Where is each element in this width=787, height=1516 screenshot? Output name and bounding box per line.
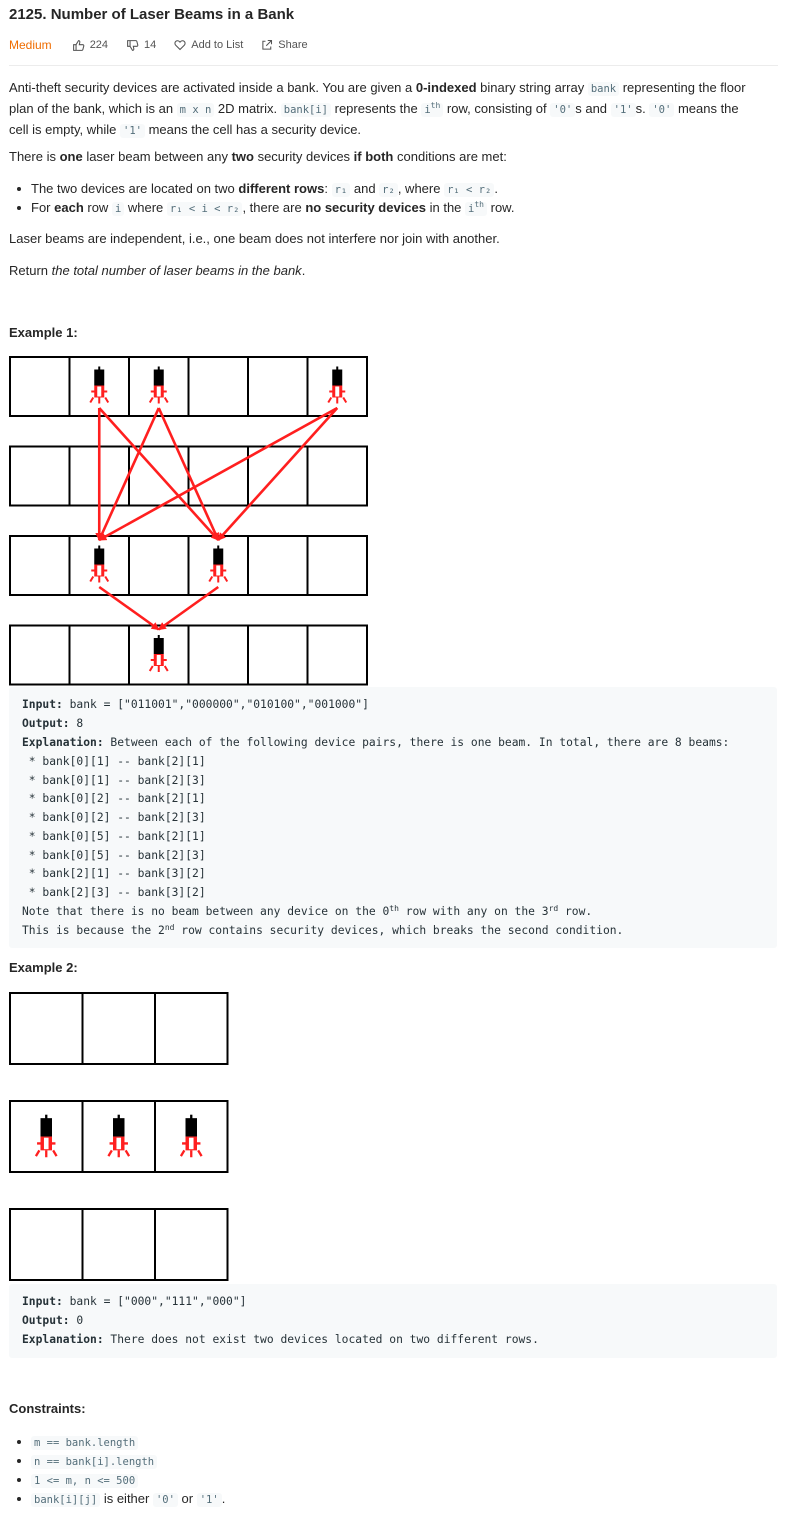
thumbs-up-icon (72, 39, 85, 51)
bank-cell (154, 1208, 229, 1281)
bank-cell (247, 356, 309, 417)
add-to-list-button[interactable]: Add to List (174, 39, 243, 51)
device-pair: * bank[2][1] -- bank[3][2] (22, 867, 206, 881)
device-pair: * bank[0][2] -- bank[2][1] (22, 792, 206, 806)
bank-cell (9, 992, 84, 1065)
device-pair: * bank[0][1] -- bank[2][3] (22, 773, 206, 787)
heart-icon (174, 40, 186, 51)
example-1-code: Input: bank = ["011001","000000","010100… (9, 687, 777, 948)
bank-cell (68, 624, 130, 686)
dislike-button[interactable]: 14 (126, 39, 156, 52)
bank-cell (247, 535, 309, 596)
bank-cell (9, 445, 71, 507)
laser-beam (157, 585, 220, 631)
difficulty-label: Medium (9, 38, 52, 52)
note-line-1: Note that there is no beam between any d… (22, 904, 593, 918)
bank-cell (187, 624, 249, 686)
device-pair: * bank[0][5] -- bank[2][1] (22, 829, 206, 843)
problem-title: 2125. Number of Laser Beams in a Bank (9, 6, 295, 23)
bank-cell (9, 624, 71, 686)
constraint-item: 1 <= m, n <= 500 (17, 1470, 771, 1491)
bank-cell (247, 624, 309, 686)
example-2-heading: Example 2: (9, 960, 78, 975)
device-pair: * bank[0][2] -- bank[2][3] (22, 811, 206, 825)
laser-beam (98, 407, 160, 541)
bank-cell (128, 535, 190, 596)
note-line-2: This is because the 2nd row contains sec… (22, 923, 624, 937)
example-2-diagram (9, 992, 229, 1281)
conditions-intro: There is one laser beam between any two … (9, 149, 507, 164)
description-paragraph: Anti-theft security devices are activate… (9, 80, 746, 138)
laser-beams (95, 406, 339, 631)
bank-cell (154, 992, 229, 1065)
bank-cell (306, 445, 368, 507)
bank-cell (9, 1208, 84, 1281)
laser-beam (217, 407, 339, 541)
example-1-heading: Example 1: (9, 325, 78, 340)
constraint-item: n == bank[i].length (17, 1451, 771, 1472)
share-label: Share (278, 39, 308, 51)
bank-cell (81, 1208, 156, 1281)
thumbs-down-icon (127, 39, 139, 51)
like-button[interactable]: 224 (72, 39, 108, 52)
constraints-heading: Constraints: (9, 1401, 86, 1416)
share-icon (262, 39, 273, 50)
condition-item: For each row i where r₁ < i < r₂, there … (17, 198, 771, 219)
return-statement: Return the total number of laser beams i… (9, 263, 306, 278)
add-to-list-label: Add to List (191, 39, 244, 51)
device-pair: * bank[0][5] -- bank[2][3] (22, 848, 206, 862)
device-pair: * bank[2][3] -- bank[3][2] (22, 885, 206, 899)
bank-cell (9, 356, 71, 417)
like-count: 224 (89, 39, 109, 51)
example-2-grid (9, 992, 229, 1281)
header-divider (9, 65, 778, 66)
bank-cell (187, 356, 249, 417)
bank-cell (306, 624, 368, 686)
constraint-item: m == bank.length (17, 1432, 771, 1453)
condition-item: The two devices are located on two diffe… (17, 179, 771, 200)
independence-note: Laser beams are independent, i.e., one b… (9, 231, 500, 246)
problem-meta-bar: Medium 224 14 Add to List Share (9, 37, 326, 53)
device-pair: * bank[0][1] -- bank[2][1] (22, 755, 206, 768)
laser-beam (98, 407, 220, 541)
example-1-grid (9, 356, 368, 686)
laser-beam (98, 406, 338, 542)
laser-beam (157, 407, 220, 541)
share-button[interactable]: Share (261, 39, 308, 51)
bank-cell (306, 535, 368, 596)
dislike-count: 14 (144, 39, 157, 51)
bank-cell (81, 1100, 156, 1173)
bank-cell (9, 535, 71, 596)
example-1-diagram (9, 356, 368, 686)
example-2-code: Input: bank = ["000","111","000"] Output… (9, 1284, 777, 1358)
laser-beam (98, 585, 160, 631)
constraint-item: bank[i][j] is either '0' or '1'. (17, 1489, 771, 1510)
bank-cell (81, 992, 156, 1065)
